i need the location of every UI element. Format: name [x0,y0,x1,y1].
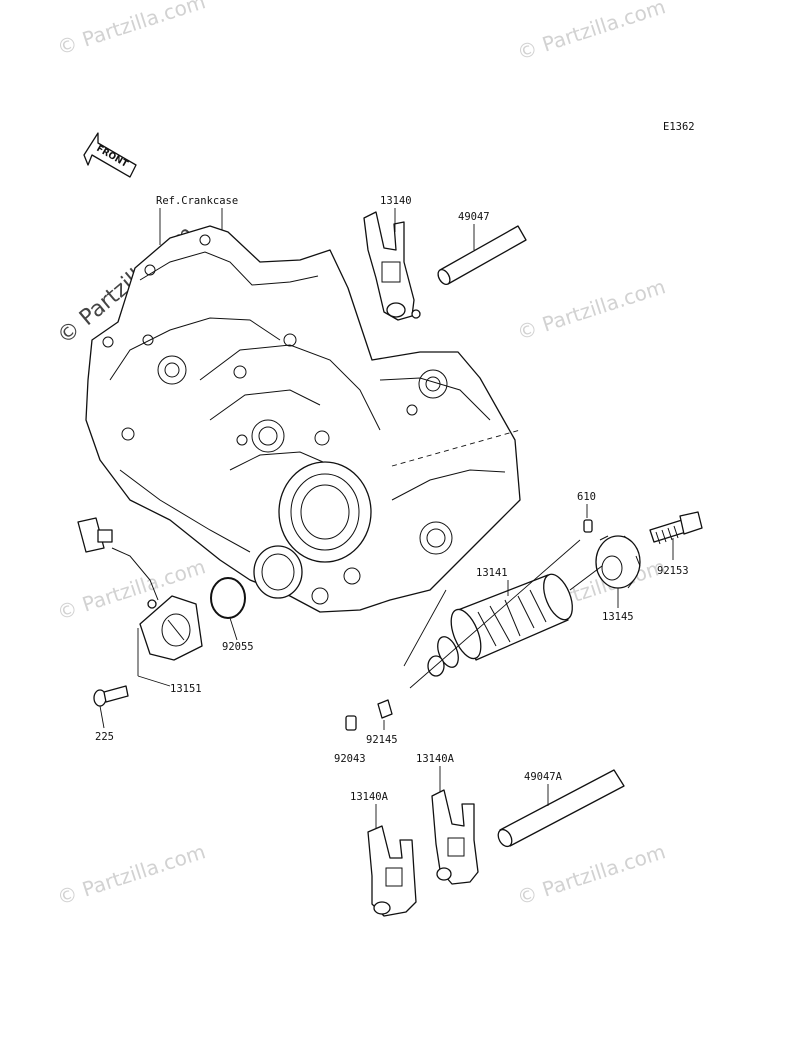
spring-92145 [377,699,393,719]
bolt-92153 [649,511,703,545]
part-number-92055: 92055 [222,641,254,653]
watermark: © Partzilla.com [514,0,668,65]
part-number-13141: 13141 [476,567,508,579]
screw-225 [93,685,129,707]
watermark: © Partzilla.com [54,0,208,60]
watermark: © Partzilla.com [514,839,668,910]
shift-fork-13140 [363,211,421,321]
part-number-610: 610 [577,491,596,503]
crankcase-illustration [85,225,521,613]
ref-crankcase-label: Ref.Crankcase [156,195,238,207]
part-number-92043: 92043 [334,753,366,765]
shift-fork-13140a-left [367,825,417,917]
part-number-13140: 13140 [380,195,412,207]
watermark: © Partzilla.com [54,839,208,910]
part-number-49047: 49047 [458,211,490,223]
shaft-49047a [497,769,625,848]
part-number-92145: 92145 [366,734,398,746]
part-number-13145: 13145 [602,611,634,623]
leader-line [403,539,581,689]
part-number-13140a-left: 13140A [350,791,389,803]
part-number-13151: 13151 [170,683,202,695]
shift-drum-13141 [427,565,603,677]
part-number-13140a-right: 13140A [416,753,455,765]
pin-610 [583,519,593,533]
part-number-225: 225 [95,731,114,743]
leader-line [229,617,238,641]
shift-fork-13140a-right [431,789,479,885]
o-ring-92055 [210,577,246,619]
pin-92043 [345,715,357,731]
part-number-92153: 92153 [657,565,689,577]
leader-line [137,628,171,687]
shaft-49047 [437,225,527,286]
leader-line [99,705,105,729]
part-number-49047a: 49047A [524,771,563,783]
watermark: © Partzilla.com [514,274,668,345]
diagram-code: E1362 [663,121,695,133]
shift-cam-13145 [595,535,641,589]
sensor-13151 [77,517,203,661]
front-arrow-icon: FRONT [83,132,137,178]
